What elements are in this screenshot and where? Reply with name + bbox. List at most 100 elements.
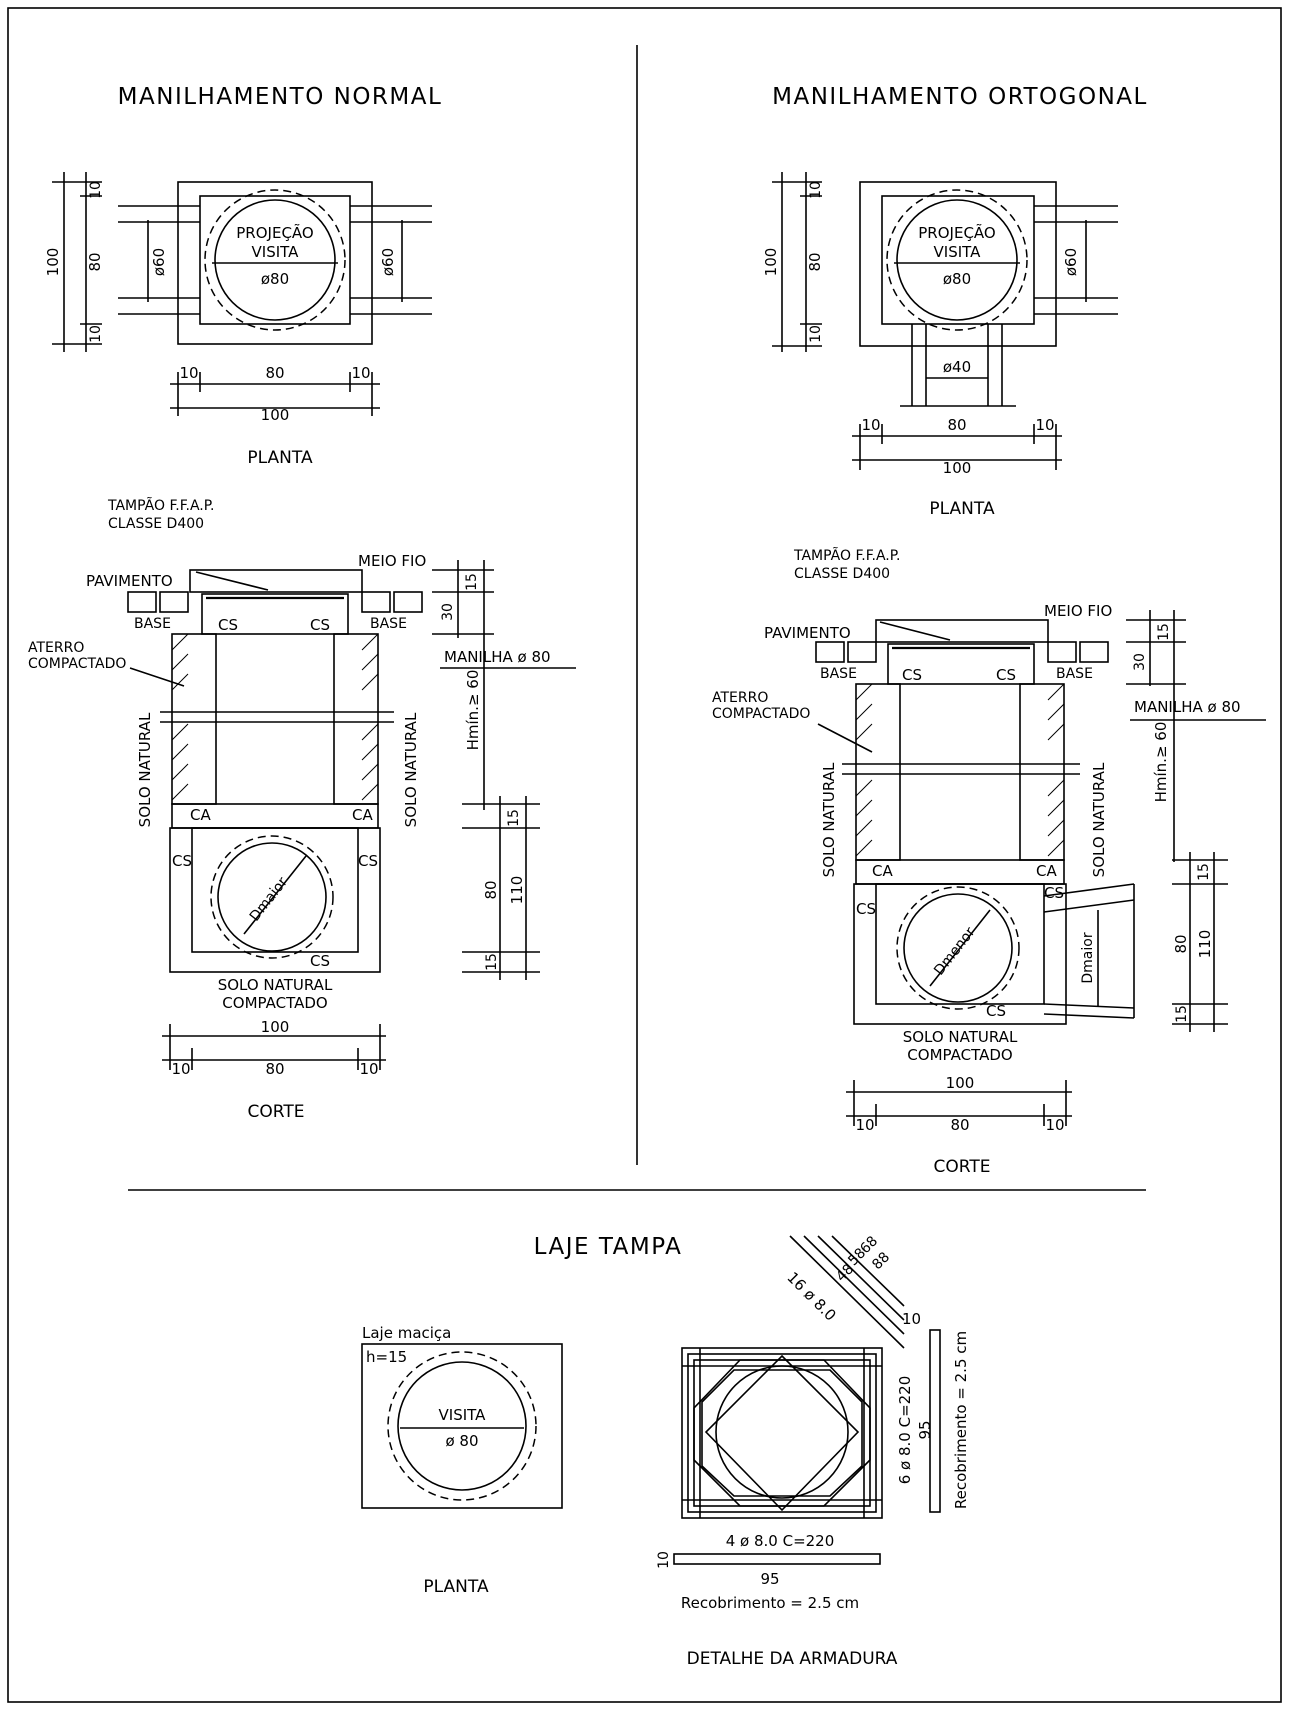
plan-ortogonal-d60: ø60 bbox=[1062, 248, 1080, 276]
section-ortogonal-dim-15-mid: 15 bbox=[1196, 863, 1212, 881]
section-ortogonal-dim-80: 80 bbox=[1172, 934, 1190, 953]
section-normal-dim-15-top: 15 bbox=[464, 573, 480, 591]
laje-h: h=15 bbox=[366, 1348, 407, 1366]
plan-ortogonal-label: PLANTA bbox=[929, 499, 995, 519]
section-normal-dim-110: 110 bbox=[508, 876, 526, 905]
hatch-ortogonal-right bbox=[1047, 683, 1065, 857]
laje-visita: VISITA bbox=[439, 1406, 487, 1424]
section-ortogonal-manilha: MANILHA ø 80 bbox=[1134, 698, 1241, 716]
dim-80-v: 80 bbox=[86, 252, 104, 271]
section-ortogonal-cs-left: CS bbox=[856, 900, 876, 918]
plan-ortogonal-visita: VISITA bbox=[934, 243, 982, 261]
title-manilhamento-ortogonal: MANILHAMENTO ORTOGONAL bbox=[772, 84, 1148, 110]
title-manilhamento-normal: MANILHAMENTO NORMAL bbox=[118, 84, 443, 110]
section-normal-label: CORTE bbox=[248, 1102, 305, 1122]
section-ortogonal-dim-80-h: 80 bbox=[950, 1116, 969, 1134]
section-ortogonal-classe: CLASSE D400 bbox=[794, 566, 890, 582]
section-normal-tampao: TAMPÃO F.F.A.P. bbox=[107, 497, 214, 514]
section-ortogonal-solo-natural: SOLO NATURAL bbox=[903, 1028, 1018, 1046]
dim-10-h-right: 10 bbox=[351, 364, 370, 382]
armadura-detalhe-label: DETALHE DA ARMADURA bbox=[687, 1649, 898, 1669]
hatch-ortogonal-left bbox=[855, 683, 873, 857]
hatch-normal-left bbox=[171, 633, 189, 801]
hatch-normal-right bbox=[361, 633, 379, 801]
section-ortogonal-dim-15-top: 15 bbox=[1156, 623, 1172, 641]
section-ortogonal-solo-right: SOLO NATURAL bbox=[1090, 762, 1108, 877]
section-normal-base-right: BASE bbox=[370, 616, 407, 632]
dim-80-h: 80 bbox=[265, 364, 284, 382]
sheet-border bbox=[7, 7, 1282, 1703]
plan-normal-d60-right: ø60 bbox=[379, 248, 397, 276]
plan-ortogonal-dim-100-h: 100 bbox=[943, 459, 972, 477]
dim-10-v-top: 10 bbox=[88, 181, 104, 199]
plan-normal-d80: ø80 bbox=[261, 270, 289, 288]
plan-ortogonal-dim-10-v-top: 10 bbox=[808, 181, 824, 199]
section-normal-manilha: MANILHA ø 80 bbox=[444, 648, 551, 666]
section-normal-pavimento: PAVIMENTO bbox=[86, 572, 173, 590]
section-normal-cs-left: CS bbox=[172, 852, 192, 870]
section-normal-base-left: BASE bbox=[134, 616, 171, 632]
section-normal bbox=[127, 560, 576, 1070]
section-ortogonal-base-right: BASE bbox=[1056, 666, 1093, 682]
section-normal-compactado: COMPACTADO bbox=[28, 656, 126, 672]
armadura-recobrimento-h: Recobrimento = 2.5 cm bbox=[681, 1594, 859, 1612]
section-ortogonal-dmenor: Dmenor bbox=[931, 924, 978, 978]
section-ortogonal-solo-left: SOLO NATURAL bbox=[820, 762, 838, 877]
section-normal-solo-left: SOLO NATURAL bbox=[136, 712, 154, 827]
armadura-detail bbox=[673, 1235, 941, 1565]
section-ortogonal-dim-15-bot: 15 bbox=[1174, 1005, 1190, 1023]
section-ortogonal-dim-110: 110 bbox=[1196, 930, 1214, 959]
section-ortogonal-solo-compactado: COMPACTADO bbox=[907, 1046, 1012, 1064]
dim-100-h: 100 bbox=[261, 406, 290, 424]
section-normal-dim-80-h: 80 bbox=[265, 1060, 284, 1078]
laje-macica: Laje maciça bbox=[362, 1324, 451, 1342]
armadura-v-10: 10 bbox=[902, 1310, 921, 1328]
section-normal-solo-compactado: COMPACTADO bbox=[222, 994, 327, 1012]
section-normal-solo-right: SOLO NATURAL bbox=[402, 712, 420, 827]
section-ortogonal-hmin: Hmín.≥ 60 bbox=[1152, 722, 1170, 803]
section-normal-ca-right: CA bbox=[352, 806, 373, 824]
section-ortogonal-dim-10-right: 10 bbox=[1045, 1116, 1064, 1134]
title-laje-tampa: LAJE TAMPA bbox=[534, 1234, 683, 1260]
dim-100-v: 100 bbox=[44, 248, 62, 277]
section-normal-cs-top-right: CS bbox=[310, 616, 330, 634]
section-ortogonal-pavimento: PAVIMENTO bbox=[764, 624, 851, 642]
plan-ortogonal-dim-80-h: 80 bbox=[947, 416, 966, 434]
armadura-bar-v: 6 ø 8.0 C=220 bbox=[896, 1376, 914, 1485]
section-ortogonal-aterro: ATERRO bbox=[712, 690, 768, 706]
section-normal-solo-natural: SOLO NATURAL bbox=[218, 976, 333, 994]
section-ortogonal-dim-10-left: 10 bbox=[855, 1116, 874, 1134]
dim-10-v-bottom: 10 bbox=[88, 325, 104, 343]
plan-ortogonal-d80: ø80 bbox=[943, 270, 971, 288]
armadura-recobrimento-v: Recobrimento = 2.5 cm bbox=[952, 1331, 970, 1509]
section-normal-aterro: ATERRO bbox=[28, 640, 84, 656]
plan-normal-projecao: PROJEÇÃO bbox=[236, 223, 313, 242]
plan-ortogonal-dim-10-v-bottom: 10 bbox=[808, 325, 824, 343]
armadura-v-95: 95 bbox=[916, 1420, 934, 1439]
section-normal-dim-10-left: 10 bbox=[171, 1060, 190, 1078]
laje-d80: ø 80 bbox=[445, 1432, 478, 1450]
section-normal-hmin: Hmín.≥ 60 bbox=[464, 670, 482, 751]
section-ortogonal-dim-30: 30 bbox=[1132, 653, 1148, 671]
section-normal-dim-30: 30 bbox=[440, 603, 456, 621]
armadura-bar-h: 4 ø 8.0 C=220 bbox=[726, 1532, 835, 1550]
armadura-h-10: 10 bbox=[656, 1551, 672, 1569]
plan-ortogonal-d40: ø40 bbox=[943, 358, 971, 376]
section-ortogonal-cs-top-left: CS bbox=[902, 666, 922, 684]
section-ortogonal-compactado: COMPACTADO bbox=[712, 706, 810, 722]
section-normal-dim-100: 100 bbox=[261, 1018, 290, 1036]
section-ortogonal-ca-right: CA bbox=[1036, 862, 1057, 880]
armadura-h-95: 95 bbox=[760, 1570, 779, 1588]
plan-normal-d60-left: ø60 bbox=[150, 248, 168, 276]
plan-normal-visita: VISITA bbox=[252, 243, 300, 261]
section-ortogonal-cs-right: CS bbox=[1044, 884, 1064, 902]
section-ortogonal-dim-100: 100 bbox=[946, 1074, 975, 1092]
laje-plan bbox=[361, 1343, 563, 1509]
section-ortogonal bbox=[815, 610, 1266, 1126]
plan-normal-label: PLANTA bbox=[247, 448, 313, 468]
section-normal-ca-left: CA bbox=[190, 806, 211, 824]
section-normal-dmaior: Dmaior bbox=[247, 874, 291, 924]
section-normal-dim-15-bot: 15 bbox=[484, 953, 500, 971]
